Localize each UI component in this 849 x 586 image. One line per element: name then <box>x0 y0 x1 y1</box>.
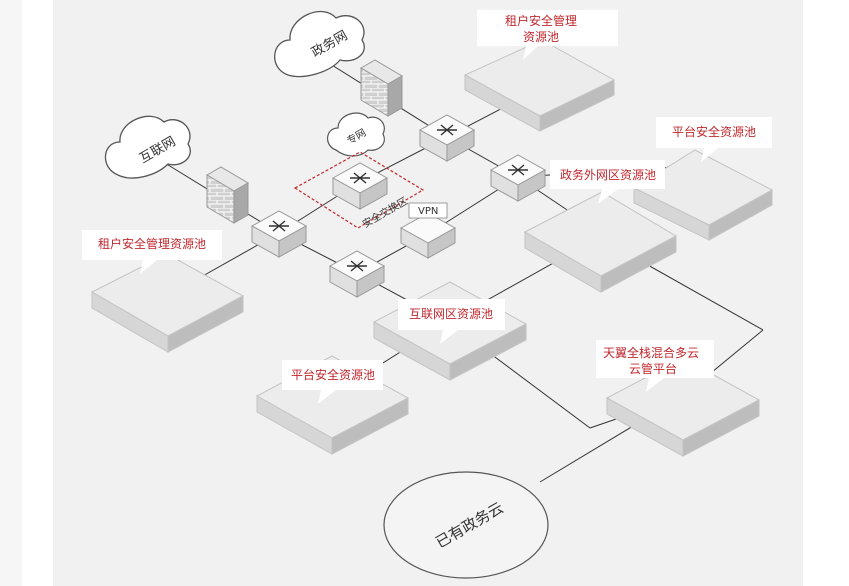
callout-internet-zone: 互联网区资源池 <box>398 299 505 344</box>
tianyi-label-line2: 云管平台 <box>629 361 677 376</box>
switch-exchange <box>331 162 389 210</box>
platform-bottom-label: 平台安全资源池 <box>291 367 375 382</box>
gov-external-label: 政务外网区资源池 <box>560 167 656 182</box>
tenant-left-label: 租户安全管理资源池 <box>98 236 206 251</box>
platform-top-label: 平台安全资源池 <box>672 124 756 139</box>
pool-block-tenant-left <box>90 253 245 353</box>
callout-gov-external: 政务外网区资源池 <box>550 160 665 204</box>
tianyi-label-line1: 天翼全栈混合多云 <box>603 345 699 360</box>
pool-block-gov-external <box>523 191 678 293</box>
left-strip <box>0 0 22 586</box>
pool-block-platform-top <box>632 149 774 241</box>
callout-tianyi: 天翼全栈混合多云 云管平台 <box>596 340 714 392</box>
cloud-gov: 政务网 <box>274 11 365 78</box>
switch-left <box>250 210 308 258</box>
switch-center <box>328 250 386 298</box>
switch-top-center <box>418 114 476 162</box>
vpn-label: VPN <box>418 206 438 217</box>
pool-block-tenant-top <box>463 39 616 132</box>
firewall-internet <box>206 166 249 224</box>
callout-platform-top: 平台安全资源池 <box>656 117 772 162</box>
firewall-gov <box>360 59 403 117</box>
vpn-device <box>399 212 457 259</box>
vpn-tag: VPN <box>408 202 448 219</box>
tenant-top-label-line1: 租户安全管理 <box>505 13 577 28</box>
callout-platform-bottom: 平台安全资源池 <box>282 360 383 404</box>
internet-zone-label: 互联网区资源池 <box>409 307 493 321</box>
switch-right <box>489 154 547 202</box>
cloud-private: 专网 <box>327 112 385 157</box>
callout-tenant-top: 租户安全管理 资源池 <box>477 10 618 60</box>
tenant-top-label-line2: 资源池 <box>523 30 559 44</box>
cloud-internet: 互联网 <box>104 115 191 179</box>
existing-gov-cloud: 已有政务云 <box>383 471 549 579</box>
callout-tenant-left: 租户安全管理资源池 <box>82 230 222 274</box>
